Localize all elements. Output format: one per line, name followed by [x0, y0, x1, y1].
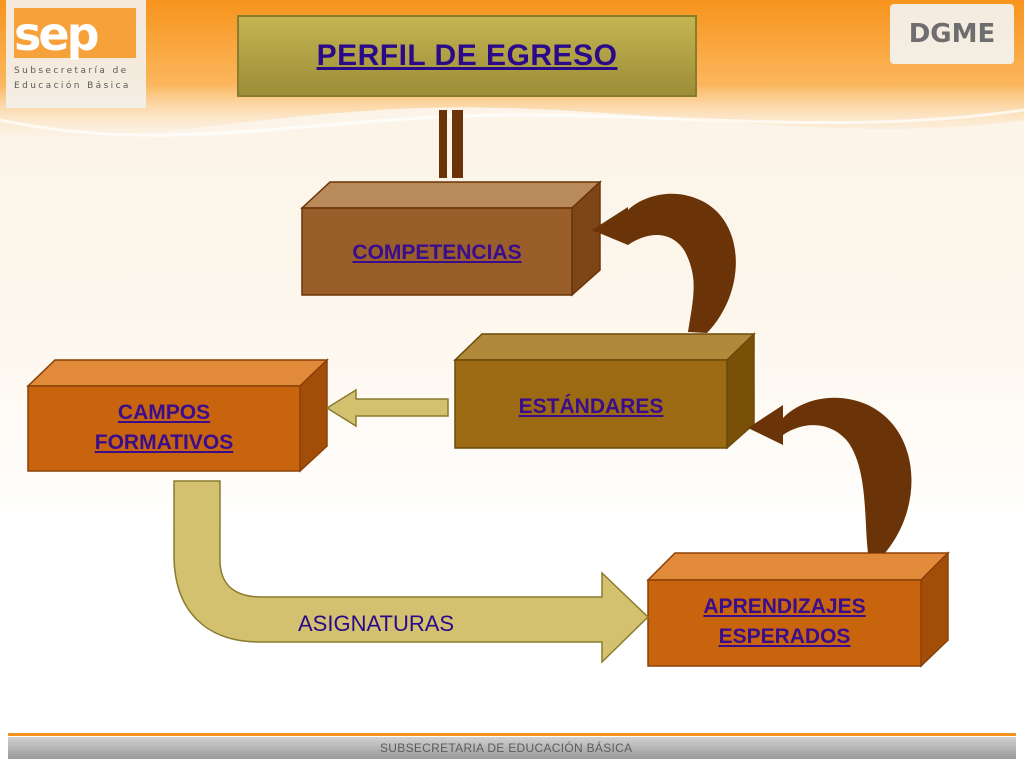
node-campos-line1: CAMPOS [117, 401, 211, 424]
arrow-estandares-to-campos [325, 388, 449, 428]
footer-bar [8, 737, 1016, 759]
logo-sep-caption: Subsecretaría de Educación Básica [14, 64, 138, 94]
node-aprendizajes-line1: APRENDIZAJES [703, 595, 866, 618]
node-aprendizajes-esperados-label: APRENDIZAJES ESPERADOS [648, 592, 921, 652]
logo-sep-caption-line1: Subsecretaría de [14, 66, 129, 76]
logo-dgme: DGME [908, 19, 996, 49]
node-campos-line2: FORMATIVOS [94, 431, 234, 454]
connector-label-asignaturas: ASIGNATURAS [298, 611, 455, 636]
title-connector-left [439, 110, 447, 178]
logo-right-panel [890, 4, 1014, 64]
node-aprendizajes-line2: ESPERADOS [718, 625, 851, 648]
node-estandares-label: ESTÁNDARES [518, 395, 664, 418]
box-competencias [300, 180, 602, 297]
arrow-campos-to-aprendizajes [173, 480, 650, 664]
logo-left-mark-bg [14, 8, 136, 58]
curved-arrow-1-body [628, 193, 736, 333]
footer-text: SUBSECRETARIA DE EDUCACIÓN BÁSICA [380, 741, 633, 755]
node-competencias-label: COMPETENCIAS [352, 241, 522, 264]
logo-sep-caption-line2: Educación Básica [14, 81, 131, 91]
node-campos-formativos-label: CAMPOS FORMATIVOS [28, 398, 300, 458]
box-campos-formativos [26, 358, 329, 473]
title-connector-right [452, 110, 463, 178]
box-aprendizajes-esperados [646, 551, 950, 668]
curved-arrow-aprendizajes-to-estandares [748, 397, 912, 553]
diagram-title: PERFIL DE EGRESO [316, 39, 618, 72]
logo-sep: sep [14, 7, 100, 61]
title-box [237, 15, 697, 97]
footer-line [8, 733, 1016, 736]
box-estandares [453, 332, 756, 450]
